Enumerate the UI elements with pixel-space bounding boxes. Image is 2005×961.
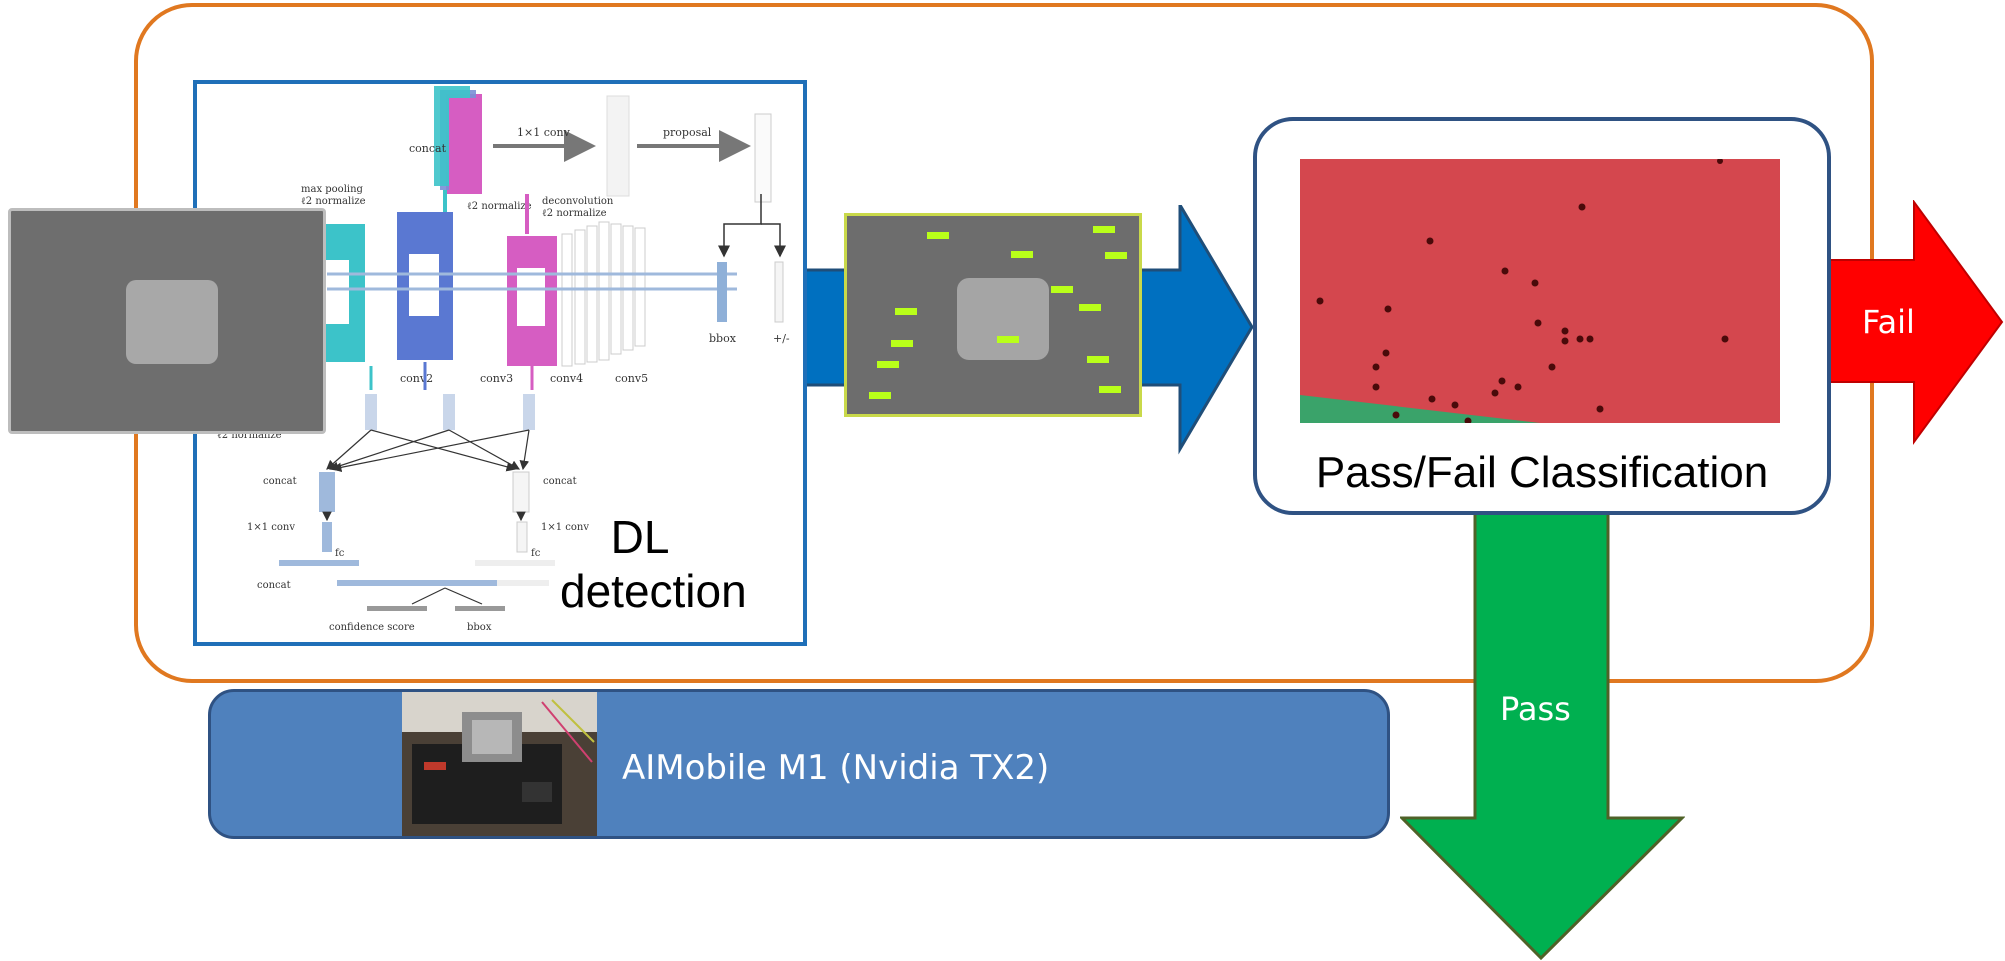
label-1x1-conv-right: 1×1 conv: [541, 522, 589, 533]
detection-box: [877, 361, 899, 368]
detection-box: [869, 392, 891, 399]
pass-label: Pass: [1500, 690, 1571, 728]
pass-arrow: Pass: [1400, 508, 1685, 961]
label-normalize-left: ℓ2 normalize: [301, 196, 366, 207]
label-fc-right: fc: [531, 548, 541, 559]
label-concat-bottom: concat: [257, 580, 291, 591]
fail-label: Fail: [1862, 303, 1915, 341]
detection-box: [1051, 286, 1073, 293]
label-plus-minus: +/-: [773, 332, 790, 345]
detection-box: [1079, 304, 1101, 311]
label-normalize-right: ℓ2 normalize: [542, 208, 607, 219]
label-proposal: proposal: [663, 126, 712, 139]
label-conv3: conv3: [480, 372, 513, 385]
label-bbox-bottom: bbox: [467, 622, 492, 633]
fail-region: [1300, 159, 1780, 423]
label-concat-top: concat: [409, 142, 447, 155]
label-confidence-score: confidence score: [329, 622, 415, 633]
device-board-image: [402, 692, 597, 836]
classification-plot: [1300, 159, 1780, 423]
label-max-pooling: max pooling: [301, 184, 364, 195]
label-concat-right: concat: [543, 476, 577, 487]
label-normalize-bottom: ℓ2 normalize: [217, 430, 282, 441]
label-conv4: conv4: [550, 372, 583, 385]
device-photo: [402, 692, 597, 836]
label-deconvolution: deconvolution: [542, 196, 614, 207]
label-conv5: conv5: [615, 372, 648, 385]
label-1x1-conv-top: 1×1 conv: [517, 126, 571, 139]
dl-label-line1: DL: [610, 511, 670, 563]
classification-label: Pass/Fail Classification: [1315, 448, 1769, 497]
label-conv2: conv2: [400, 372, 433, 385]
detection-box: [1105, 252, 1127, 259]
detection-box: [927, 232, 949, 239]
detection-box: [1099, 386, 1121, 393]
label-1x1-conv-left: 1×1 conv: [247, 522, 295, 533]
label-fc-left: fc: [335, 548, 345, 559]
detection-box: [1011, 251, 1033, 258]
dl-detection-label: DL detection: [560, 510, 747, 618]
detection-box: [895, 308, 917, 315]
label-concat-left: concat: [263, 476, 297, 487]
input-device-image: [8, 208, 326, 434]
detection-box: [997, 336, 1019, 343]
label-bbox-top: bbox: [709, 332, 737, 345]
detection-output-image: [844, 213, 1142, 417]
detection-box: [1087, 356, 1109, 363]
detection-device-chip: [957, 278, 1049, 360]
sample-points: [1316, 159, 1729, 423]
detection-box: [1093, 226, 1115, 233]
device-label: AIMobile M1 (Nvidia TX2): [622, 748, 1050, 788]
input-device-chip: [126, 280, 218, 364]
detection-box: [891, 340, 913, 347]
label-normalize-mid: ℓ2 normalize: [467, 201, 532, 212]
dl-label-line2: detection: [560, 565, 747, 617]
pass-region: [1300, 395, 1540, 423]
fail-arrow: Fail: [1822, 200, 2004, 446]
